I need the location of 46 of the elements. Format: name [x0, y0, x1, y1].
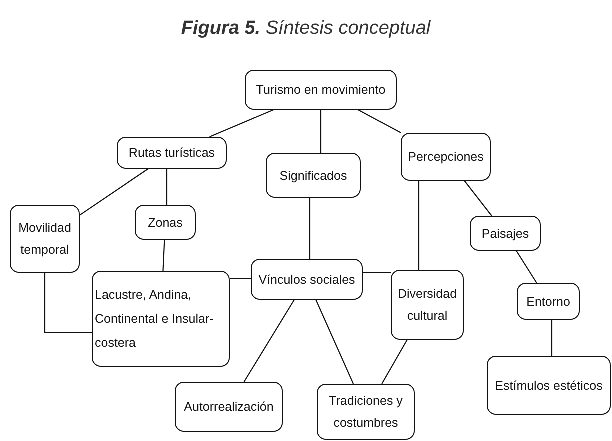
connector-line	[166, 169, 168, 205]
concept-label: Zonas	[148, 214, 183, 232]
concept-label: Tradiciones y costumbres	[328, 393, 404, 432]
concept-box	[266, 153, 361, 198]
connector-line	[358, 110, 402, 134]
concept-box	[135, 205, 196, 240]
connector-line	[464, 180, 492, 216]
connector-line	[80, 168, 149, 216]
connector-line	[162, 240, 166, 272]
concept-box	[117, 137, 227, 169]
figure-title: Figura 5. Síntesis conceptual	[180, 18, 432, 40]
concept-box	[487, 356, 611, 415]
concept-box	[517, 283, 580, 320]
connector-line	[516, 250, 538, 284]
concept-box	[175, 382, 283, 432]
concept-label: Movilidad temporal	[18, 220, 72, 259]
concept-box	[317, 384, 415, 440]
concept-box	[92, 271, 230, 367]
connector-line	[244, 300, 295, 382]
connector-line	[230, 278, 251, 280]
connector-line	[320, 110, 322, 153]
connector-line	[44, 273, 92, 334]
concept-label: Diversidad cultural	[396, 286, 458, 325]
connector-line	[316, 300, 354, 384]
concept-label: Significados	[280, 168, 348, 185]
concept-box	[245, 70, 397, 110]
concept-label: Entorno	[526, 294, 570, 310]
concept-box	[391, 270, 464, 340]
concept-label: Percepciones	[408, 149, 484, 166]
connector-line	[418, 181, 420, 270]
concept-label: Autorrealización	[184, 399, 274, 416]
concept-box	[10, 205, 80, 273]
concept-label: Vínculos sociales	[258, 272, 356, 288]
connector-line	[363, 272, 391, 274]
connector-line	[551, 320, 553, 356]
concept-box	[470, 216, 541, 251]
connector-line	[210, 110, 274, 138]
connector-line	[309, 198, 311, 259]
concept-label: Paisajes	[482, 226, 530, 243]
concept-box	[401, 133, 491, 181]
concept-label: Turismo en movimiento	[256, 82, 386, 99]
concept-box	[251, 259, 363, 300]
concept-label: Estímulos estéticos	[495, 378, 603, 394]
concept-label: Rutas turísticas	[128, 145, 216, 162]
connector-line	[382, 340, 408, 384]
concept-label: Lacustre, Andina, Continental e Insular-costera	[94, 287, 215, 352]
